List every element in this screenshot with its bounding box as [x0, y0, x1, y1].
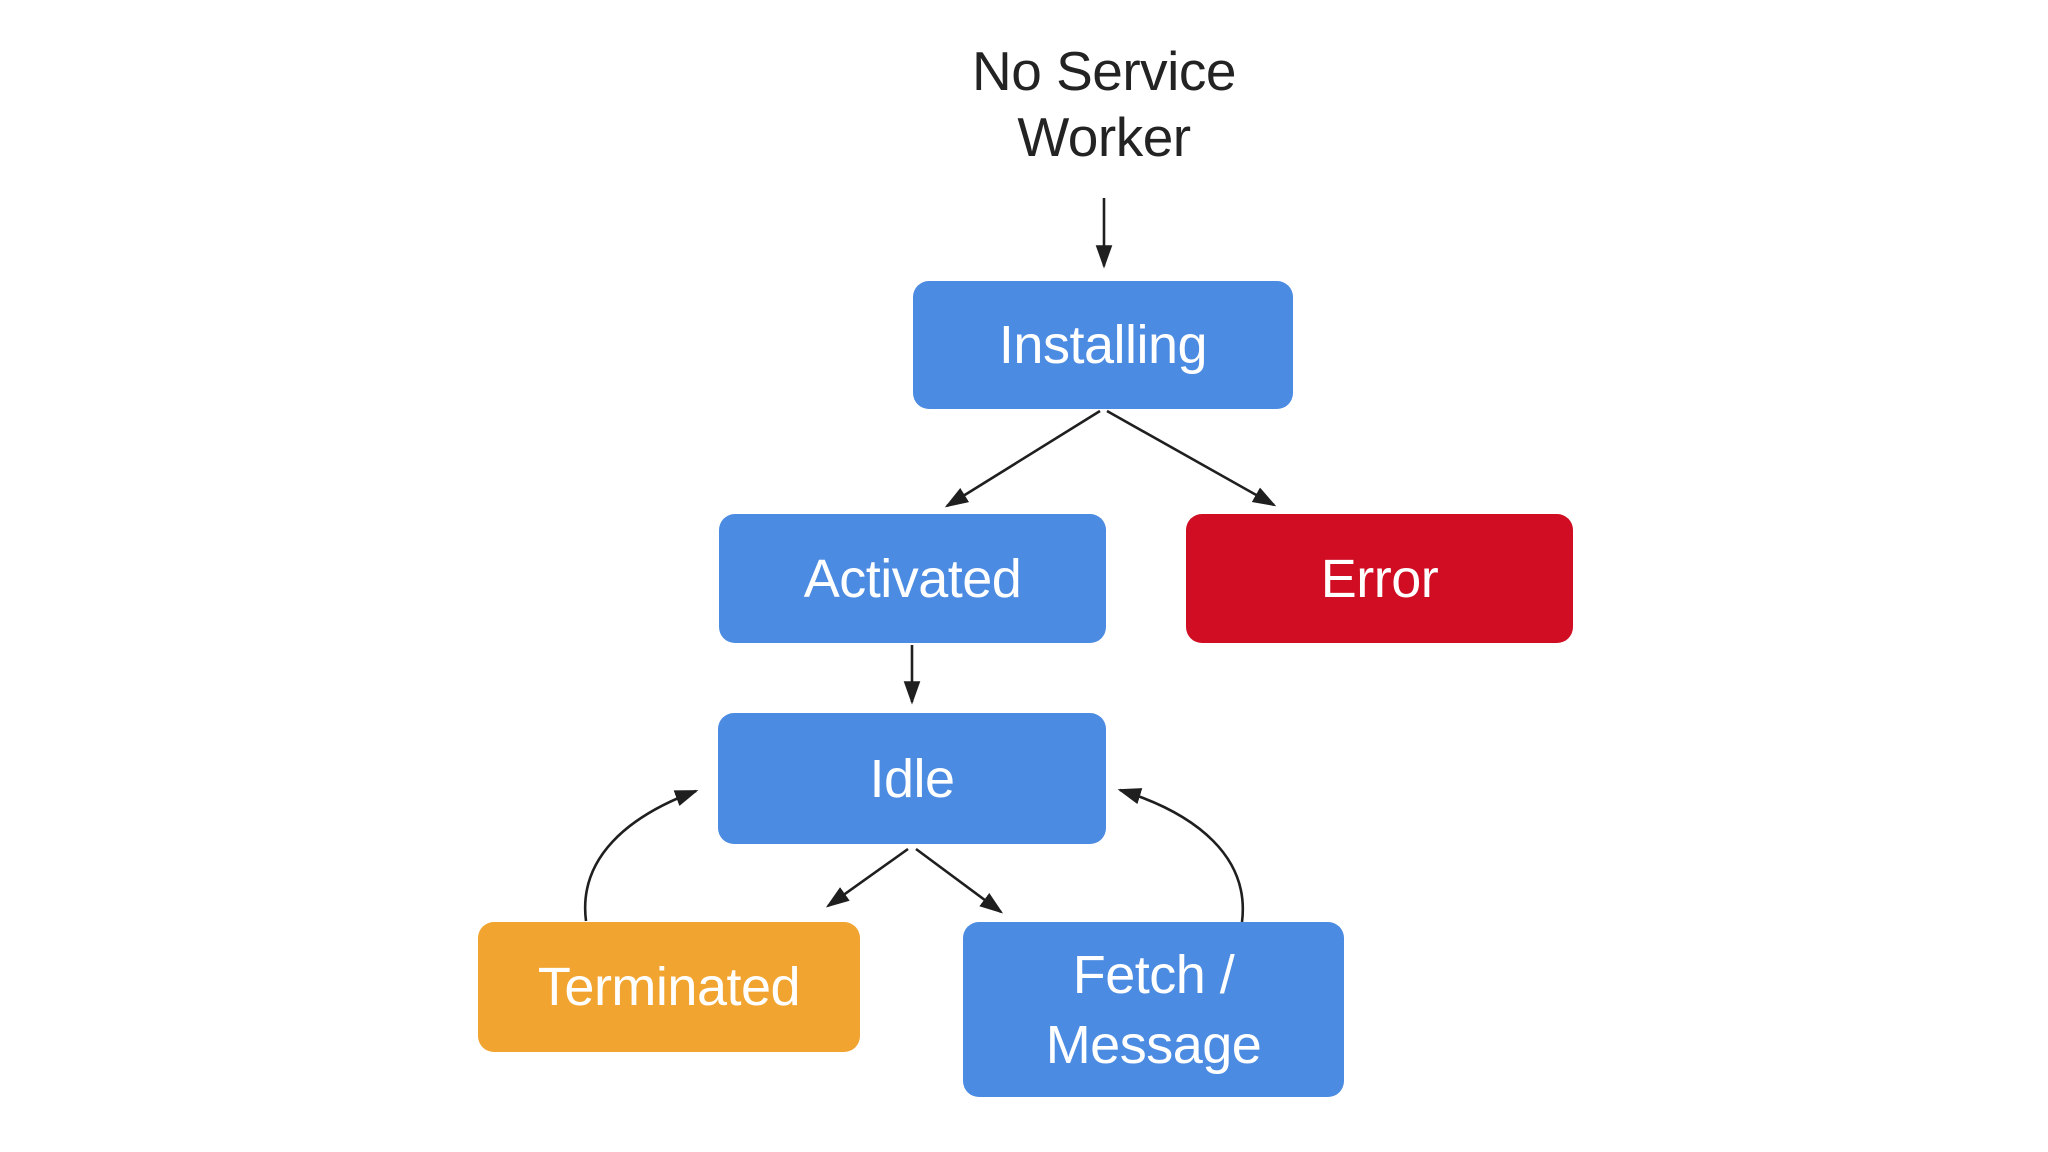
node-installing-label: Installing — [998, 315, 1208, 375]
node-fetch-message-label-line1: Fetch / — [1072, 944, 1235, 1005]
node-installing: Installing — [913, 281, 1293, 409]
node-error-label: Error — [1320, 548, 1439, 609]
diagram-title: No Service Worker — [854, 38, 1354, 170]
node-activated: Activated — [719, 514, 1106, 643]
node-terminated-label: Terminated — [537, 957, 801, 1017]
node-fetch-message-label-line2: Message — [1045, 1014, 1262, 1075]
diagram-title-line2: Worker — [1017, 106, 1191, 168]
node-error: Error — [1186, 514, 1573, 643]
diagram-title-line1: No Service — [972, 40, 1236, 102]
edge-installing-to-activated — [944, 409, 1101, 508]
edge-idle-to-fetch-message — [915, 847, 1004, 914]
edge-installing-to-error — [1106, 409, 1277, 507]
edge-fetch-message-to-idle-curved — [1117, 788, 1245, 923]
edge-terminated-to-idle-curved — [583, 789, 699, 922]
node-idle: Idle — [718, 713, 1106, 844]
node-activated-label: Activated — [803, 548, 1022, 609]
node-terminated: Terminated — [478, 922, 860, 1052]
node-idle-label: Idle — [869, 748, 955, 809]
node-fetch-message: Fetch / Message — [963, 922, 1344, 1097]
edge-idle-to-terminated — [825, 847, 909, 908]
